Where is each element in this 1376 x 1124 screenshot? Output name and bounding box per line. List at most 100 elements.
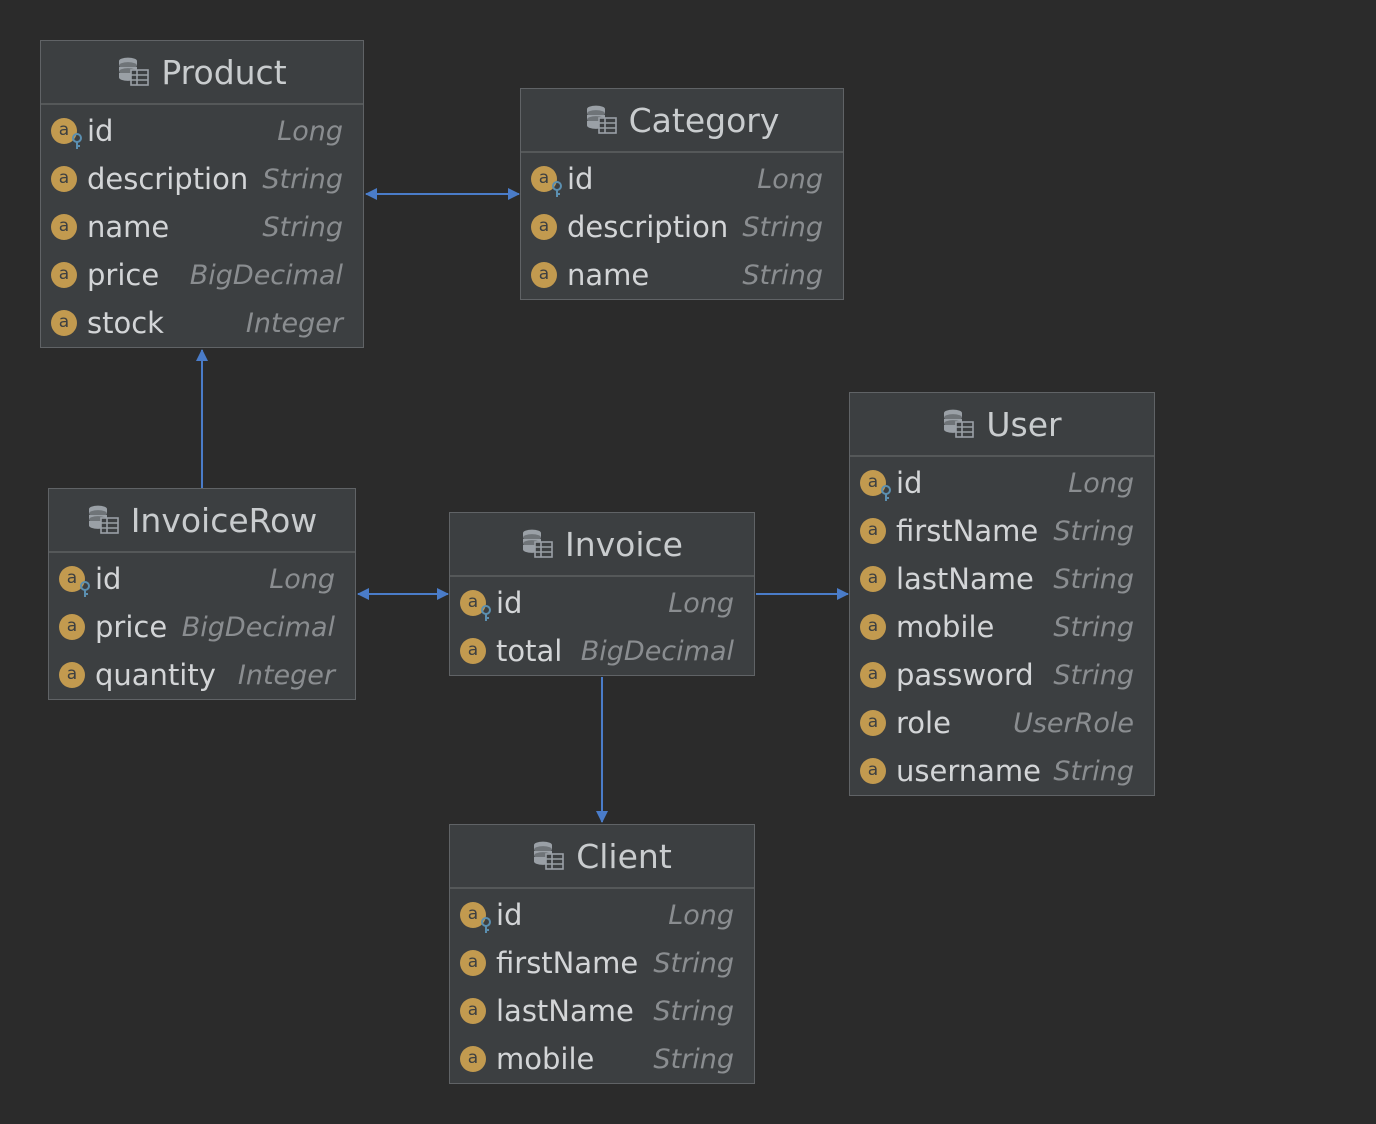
entity-category[interactable]: Category a id Long a description String …	[520, 88, 844, 300]
entity-title: Product	[161, 52, 287, 92]
entity-user[interactable]: User a id Long a firstName String a last…	[849, 392, 1155, 796]
attribute-type: Long	[269, 563, 335, 595]
attribute-row[interactable]: a name String	[521, 251, 843, 299]
attribute-row[interactable]: a firstName String	[450, 939, 754, 987]
attribute-row[interactable]: a mobile String	[850, 603, 1154, 651]
entity-title: Client	[576, 836, 672, 876]
attribute-row[interactable]: a lastName String	[850, 555, 1154, 603]
attribute-name: mobile	[896, 609, 995, 644]
attribute-name: password	[896, 657, 1034, 692]
attribute-row[interactable]: a description String	[521, 203, 843, 251]
primary-key-attribute-icon: a	[51, 118, 82, 149]
attribute-name: id	[567, 161, 594, 196]
key-icon	[481, 917, 491, 933]
attribute-icon: a	[531, 262, 557, 288]
entity-product[interactable]: Product a id Long a description String a…	[40, 40, 364, 348]
attribute-row[interactable]: a total BigDecimal	[450, 627, 754, 675]
attribute-name: lastName	[496, 993, 634, 1028]
attribute-row[interactable]: a id Long	[850, 459, 1154, 507]
attribute-icon: a	[460, 638, 486, 664]
entity-header[interactable]: Category	[521, 89, 843, 153]
attribute-row[interactable]: a id Long	[521, 155, 843, 203]
attribute-type: String	[742, 259, 823, 291]
entity-header[interactable]: Product	[41, 41, 363, 105]
attribute-row[interactable]: a username String	[850, 747, 1154, 795]
attribute-row[interactable]: a id Long	[450, 579, 754, 627]
attribute-row[interactable]: a name String	[41, 203, 363, 251]
attribute-type: Long	[1068, 467, 1134, 499]
attribute-name: firstName	[496, 945, 639, 980]
entity-header[interactable]: Client	[450, 825, 754, 889]
attribute-list: a id Long a firstName String a lastName …	[450, 889, 754, 1083]
attribute-icon: a	[460, 1046, 486, 1072]
attribute-row[interactable]: a price BigDecimal	[49, 603, 355, 651]
attribute-name: stock	[87, 305, 164, 340]
attribute-type: String	[653, 1043, 734, 1075]
attribute-type: Long	[668, 899, 734, 931]
attribute-icon: a	[860, 758, 886, 784]
attribute-type: String	[653, 947, 734, 979]
database-table-icon	[119, 57, 150, 86]
entity-header[interactable]: InvoiceRow	[49, 489, 355, 553]
attribute-type: String	[653, 995, 734, 1027]
attribute-name: username	[896, 753, 1041, 788]
attribute-name: price	[87, 257, 160, 292]
attribute-row[interactable]: a mobile String	[450, 1035, 754, 1083]
attribute-list: a id Long a price BigDecimal a quantity …	[49, 553, 355, 699]
attribute-row[interactable]: a stock Integer	[41, 299, 363, 347]
attribute-icon: a	[460, 950, 486, 976]
attribute-name: name	[567, 257, 650, 292]
attribute-type: String	[742, 211, 823, 243]
attribute-row[interactable]: a lastName String	[450, 987, 754, 1035]
attribute-row[interactable]: a price BigDecimal	[41, 251, 363, 299]
entity-invoice[interactable]: Invoice a id Long a total BigDecimal	[449, 512, 755, 676]
attribute-row[interactable]: a quantity Integer	[49, 651, 355, 699]
attribute-icon: a	[860, 614, 886, 640]
key-icon	[72, 133, 82, 149]
attribute-name: id	[496, 897, 523, 932]
attribute-type: String	[1053, 755, 1134, 787]
attribute-icon: a	[860, 662, 886, 688]
primary-key-attribute-icon: a	[59, 566, 90, 597]
attribute-type: Integer	[245, 307, 343, 339]
attribute-type: Long	[668, 587, 734, 619]
attribute-icon: a	[860, 518, 886, 544]
attribute-icon: a	[460, 998, 486, 1024]
attribute-name: firstName	[896, 513, 1039, 548]
attribute-row[interactable]: a id Long	[49, 555, 355, 603]
attribute-name: description	[567, 209, 729, 244]
key-icon	[881, 485, 891, 501]
attribute-list: a id Long a firstName String a lastName …	[850, 457, 1154, 795]
attribute-list: a id Long a description String a name St…	[41, 105, 363, 347]
entity-header[interactable]: User	[850, 393, 1154, 457]
attribute-name: role	[896, 705, 951, 740]
attribute-name: price	[95, 609, 168, 644]
attribute-icon: a	[59, 662, 85, 688]
entity-invoicerow[interactable]: InvoiceRow a id Long a price BigDecimal …	[48, 488, 356, 700]
entity-title: User	[986, 404, 1062, 444]
attribute-row[interactable]: a password String	[850, 651, 1154, 699]
key-icon	[481, 605, 491, 621]
attribute-type: BigDecimal	[189, 259, 343, 291]
attribute-list: a id Long a description String a name St…	[521, 153, 843, 299]
attribute-row[interactable]: a description String	[41, 155, 363, 203]
attribute-name: name	[87, 209, 170, 244]
attribute-name: quantity	[95, 657, 216, 692]
attribute-type: String	[1053, 659, 1134, 691]
attribute-row[interactable]: a id Long	[41, 107, 363, 155]
database-table-icon	[586, 105, 617, 134]
attribute-type: String	[1053, 563, 1134, 595]
attribute-name: id	[95, 561, 122, 596]
entity-client[interactable]: Client a id Long a firstName String a la…	[449, 824, 755, 1084]
attribute-row[interactable]: a id Long	[450, 891, 754, 939]
attribute-row[interactable]: a role UserRole	[850, 699, 1154, 747]
attribute-list: a id Long a total BigDecimal	[450, 577, 754, 675]
attribute-row[interactable]: a firstName String	[850, 507, 1154, 555]
attribute-icon: a	[51, 262, 77, 288]
attribute-icon: a	[860, 566, 886, 592]
key-icon	[552, 181, 562, 197]
database-table-icon	[534, 841, 565, 870]
attribute-type: String	[262, 211, 343, 243]
entity-header[interactable]: Invoice	[450, 513, 754, 577]
